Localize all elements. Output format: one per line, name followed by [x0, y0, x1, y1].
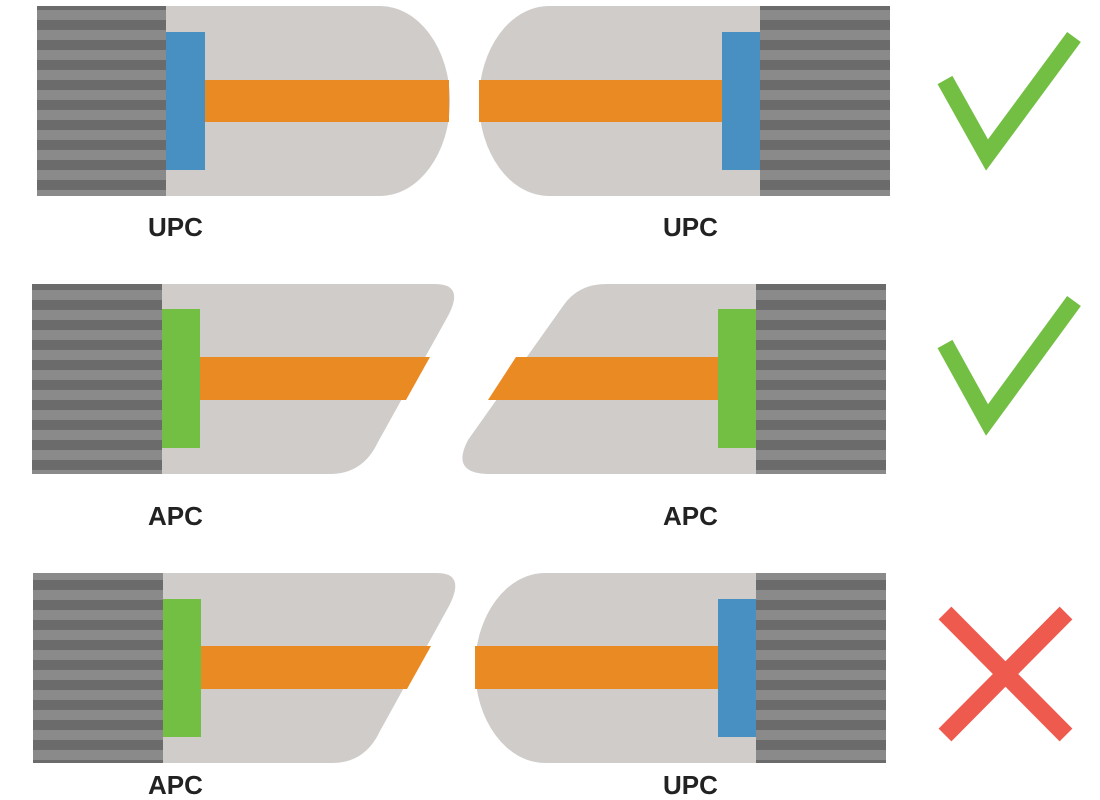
grip-sleeve	[37, 6, 166, 196]
grip-sleeve	[33, 573, 163, 763]
connector-label: UPC	[663, 212, 718, 242]
row-2: APC APC	[32, 284, 1081, 531]
ferrule-apc	[718, 309, 756, 448]
grip-sleeve	[32, 284, 162, 474]
fiber-core	[201, 646, 431, 689]
fiber-core	[479, 80, 722, 122]
grip-sleeve	[756, 284, 886, 474]
fiber-core	[200, 357, 430, 400]
left-connector-apc	[33, 573, 456, 763]
row-3: APC UPC	[33, 573, 1073, 800]
right-connector-apc	[462, 284, 886, 474]
ferrule-upc	[722, 32, 760, 170]
connector-label: UPC	[148, 212, 203, 242]
row-1: UPC UPC	[37, 6, 1081, 242]
cross-icon	[938, 606, 1073, 742]
connector-label: APC	[663, 501, 718, 531]
ferrule-apc	[162, 309, 200, 448]
grip-sleeve	[756, 573, 886, 763]
right-connector-upc	[479, 6, 890, 196]
fiber-core	[488, 357, 718, 400]
connector-label: APC	[148, 770, 203, 800]
connector-label: APC	[148, 501, 203, 531]
connector-label: UPC	[663, 770, 718, 800]
left-connector-upc	[37, 6, 450, 196]
left-connector-apc	[32, 284, 455, 474]
ferrule-upc	[718, 599, 756, 737]
grip-sleeve	[760, 6, 890, 196]
fiber-core	[475, 646, 718, 689]
check-icon	[937, 31, 1081, 171]
check-icon	[937, 295, 1081, 436]
right-connector-upc	[475, 573, 886, 763]
fiber-core	[205, 80, 449, 122]
ferrule-apc	[163, 599, 201, 737]
ferrule-upc	[166, 32, 205, 170]
